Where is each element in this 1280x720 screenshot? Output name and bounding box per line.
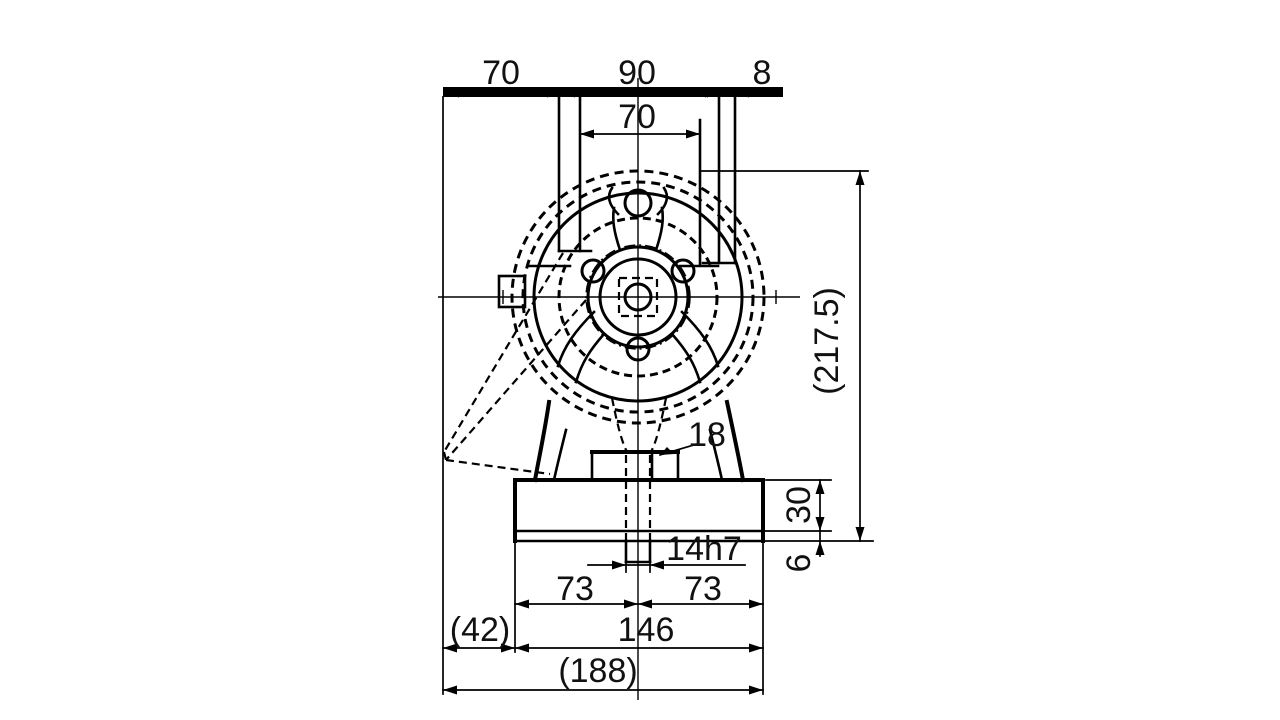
arrow-inner70-left <box>580 129 594 139</box>
arrow-tenon-left-outside <box>612 560 626 570</box>
hub-outer-circle <box>586 245 690 349</box>
arrow-73L-left <box>515 599 529 609</box>
shaft-circle <box>623 282 653 312</box>
arrow-8-right-outside <box>735 88 749 98</box>
spoke-lower-right-edge2 <box>670 332 702 384</box>
right-leg-outer <box>724 399 746 483</box>
arrow-42-right <box>501 643 515 653</box>
dimension-labels: 70 90 8 70 (217.5) 18 30 6 14h7 73 73 (4… <box>450 54 846 690</box>
dim-pad-height: 6 <box>780 554 818 573</box>
arrow-146-left <box>515 643 529 653</box>
arrow-146-right <box>749 643 763 653</box>
left-leg-inner <box>552 428 568 482</box>
dim-top-width-mid: 90 <box>618 54 656 92</box>
arrow-height-bottom <box>855 527 865 541</box>
hidden-lines <box>442 252 668 541</box>
dim-bolt-spacing-right: 73 <box>684 570 722 608</box>
spoke-hole-left <box>580 258 606 284</box>
folded-handle-tip <box>442 451 448 461</box>
handwheel-rim-circle-2 <box>521 180 755 414</box>
arrow-42-left <box>443 643 457 653</box>
dim-base-width: 146 <box>618 611 675 649</box>
arrow-inner70-right <box>686 129 700 139</box>
arrow-6-bottom-outside <box>815 541 825 555</box>
arrow-188-right <box>749 685 763 695</box>
housing-circle <box>557 216 719 378</box>
arrow-70-left <box>445 88 459 98</box>
right-leg-inner <box>708 428 724 482</box>
bolt-circle <box>585 244 691 350</box>
arrow-188-left <box>443 685 457 695</box>
top-plate-edge <box>443 87 783 97</box>
dim-handle-overhang: (42) <box>450 611 510 649</box>
arrow-leader-18 <box>660 447 674 455</box>
arrow-30-bottom <box>815 517 825 531</box>
handle-pivot-knob <box>623 188 653 218</box>
knob-leaf-left <box>607 186 620 216</box>
spoke-lower-left-edge2 <box>574 332 606 384</box>
folded-handle-bottom-edge <box>445 299 587 461</box>
arrow-73L-right <box>624 599 638 609</box>
arrow-90-left <box>561 88 575 98</box>
arrowheads <box>443 88 865 695</box>
spoke-lower-right-edge1 <box>680 310 720 368</box>
dim-overall-height: (217.5) <box>808 287 846 395</box>
dim-handle-slot-width: 18 <box>688 416 726 454</box>
dim-yoke-inner-width: 70 <box>618 98 656 136</box>
arrow-73R-left <box>638 599 652 609</box>
handle-slot-curve-left <box>610 397 628 453</box>
folded-handle-return-edge <box>445 458 551 476</box>
hub-inner-circle <box>598 257 678 337</box>
dim-bolt-spacing-left: 73 <box>556 570 594 608</box>
square-drive-hidden <box>617 276 659 318</box>
arrow-tenon-right-outside <box>650 560 664 570</box>
dim-top-width-left: 70 <box>482 54 520 92</box>
part-outline <box>443 87 783 564</box>
arrow-73R-right <box>749 599 763 609</box>
arrow-8-left-outside <box>707 88 721 98</box>
handle-slot-curve-right <box>650 397 668 453</box>
dim-tenon-width: 14h7 <box>666 530 742 568</box>
dim-overall-width: (188) <box>558 652 637 690</box>
arrow-30-top <box>815 480 825 494</box>
handwheel-outer-rim-circle <box>510 169 766 425</box>
dim-base-height: 30 <box>780 486 818 524</box>
arrow-height-top <box>855 171 865 185</box>
dim-top-width-right: 8 <box>753 54 772 92</box>
arrow-70-right <box>547 88 561 98</box>
handle-grip <box>497 274 527 309</box>
left-leg-outer <box>532 399 552 483</box>
handwheel-rim-inner-circle <box>532 191 744 403</box>
spoke-lower-left-edge1 <box>556 310 596 368</box>
spoke-hole-bottom <box>625 336 651 362</box>
knob-leaf-right <box>656 186 669 216</box>
spoke-hole-right <box>670 258 696 284</box>
